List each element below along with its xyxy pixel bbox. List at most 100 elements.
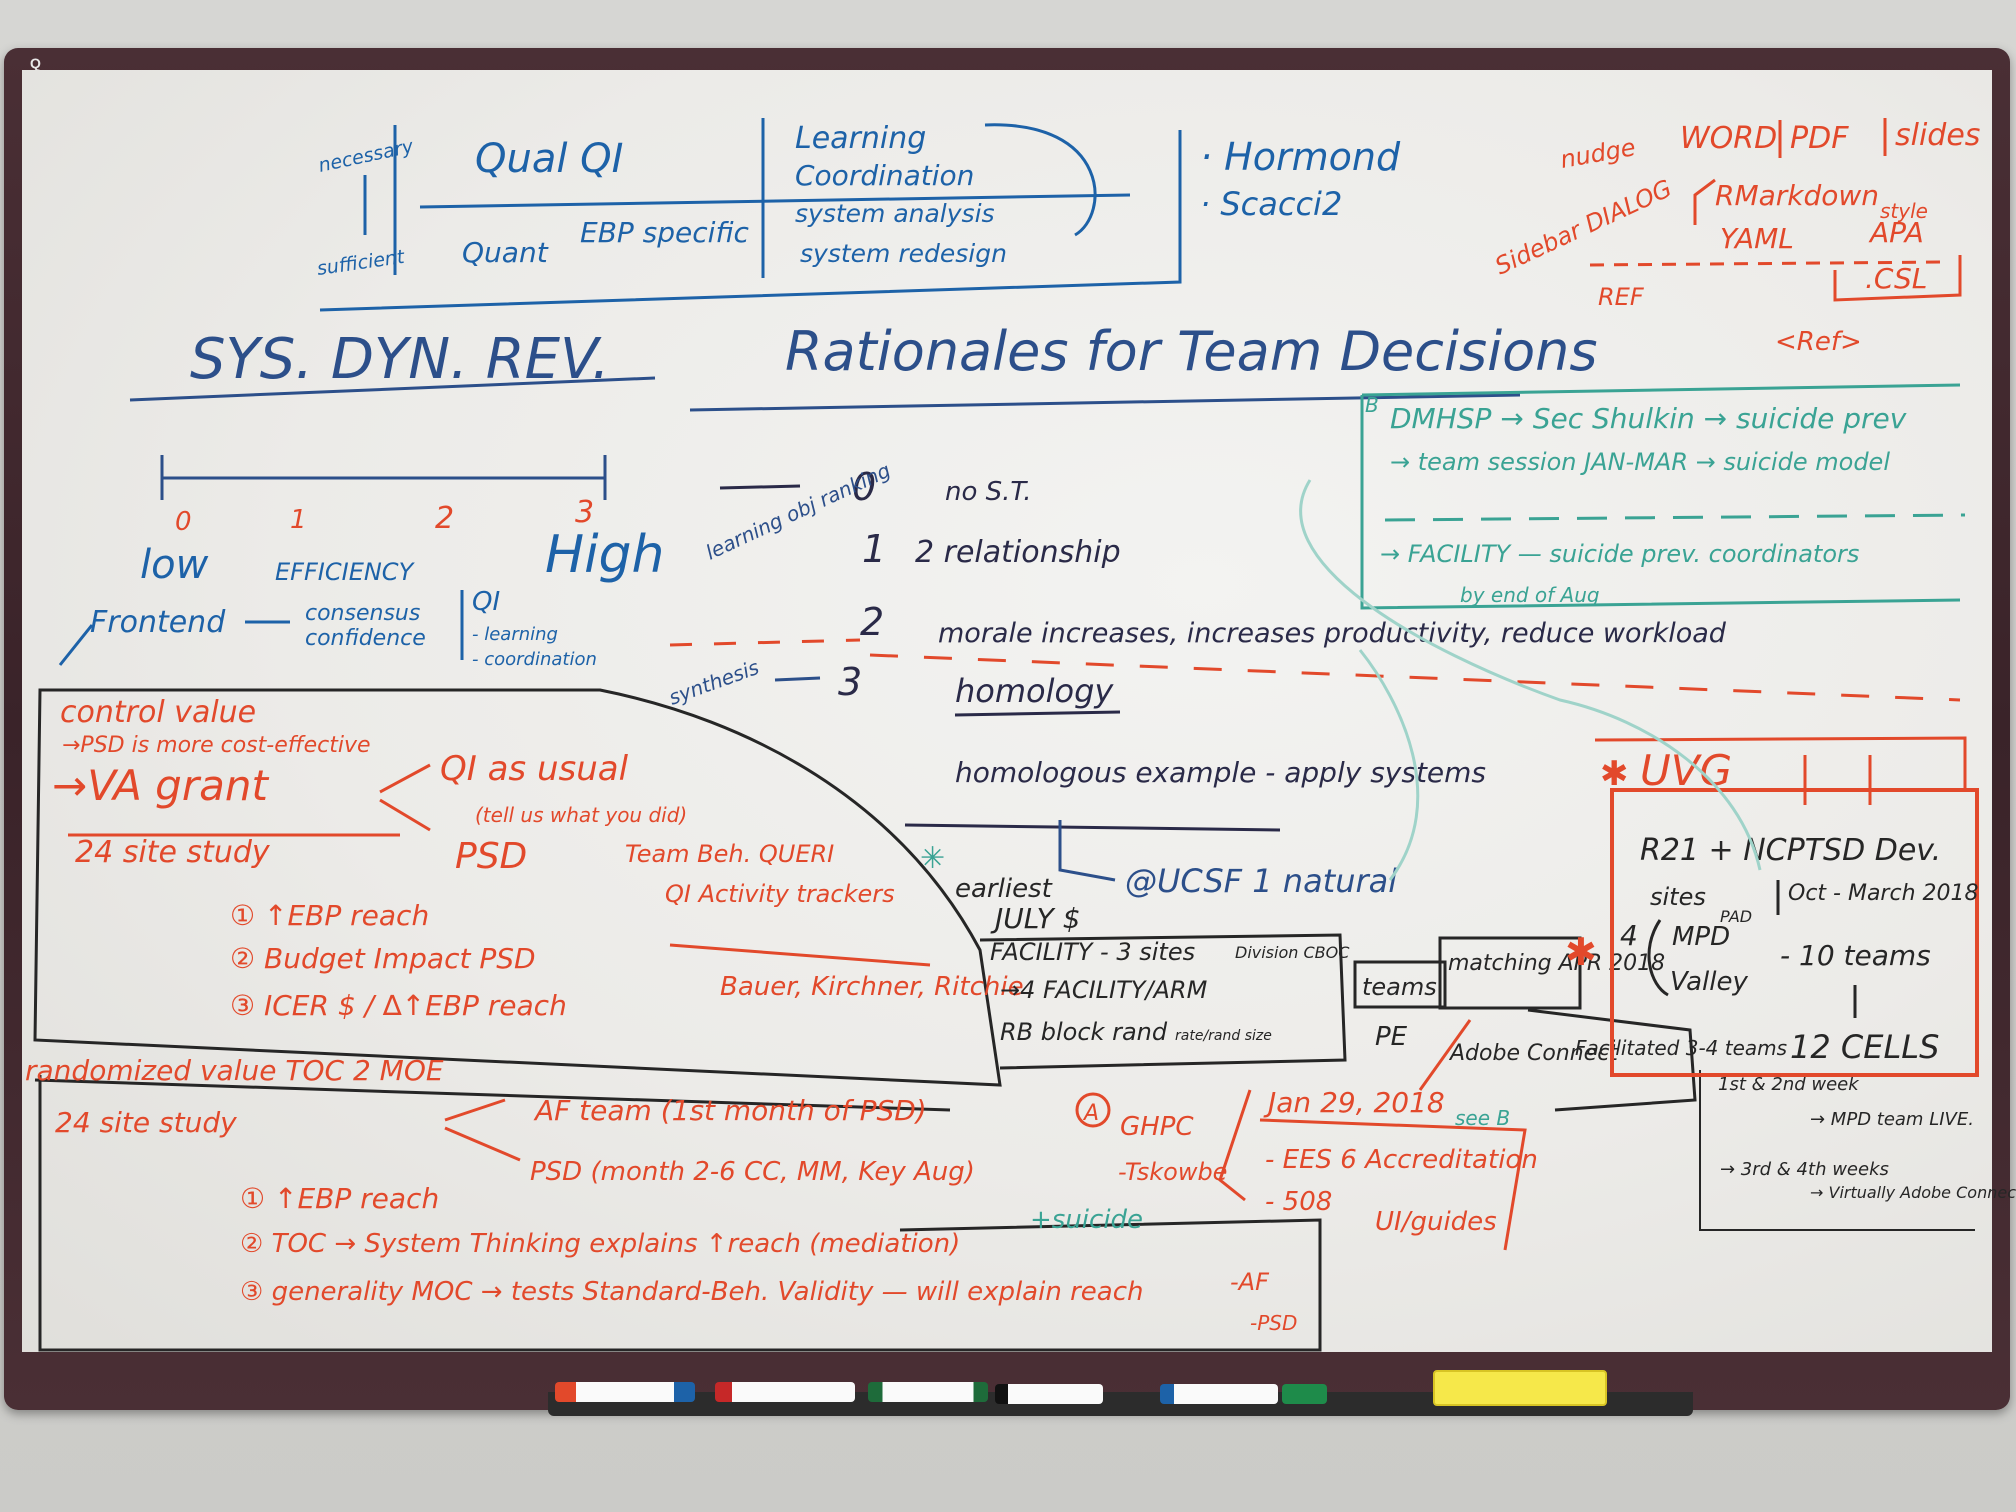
uvg-box-outline <box>1610 788 1979 1077</box>
ghpc-508: - 508 <box>1265 1187 1332 1217</box>
heading-underline-left <box>129 376 656 402</box>
plan-adobe: Adobe Connect <box>1448 1041 1619 1066</box>
plan-four-facility: →4 FACILITY/ARM <box>1000 976 1208 1004</box>
marker-green-cap[interactable] <box>1282 1384 1327 1404</box>
ghpc-see: see B <box>1455 1106 1510 1130</box>
lower-site-study: 24 site study <box>55 1106 237 1139</box>
label-sufficient: sufficient <box>316 246 408 280</box>
scale-tick-3: 3 <box>575 495 594 530</box>
formats-style: style <box>1880 199 1928 223</box>
ghpc-box <box>1259 1118 1527 1251</box>
whiteboard-surface <box>22 70 1992 1352</box>
ghpc-bracket <box>1218 1089 1252 1202</box>
left-psd: PSD <box>455 836 527 877</box>
formats-ref-2: <Ref> <box>1775 327 1862 357</box>
left-box: control value →PSD is more cost-effectiv… <box>33 688 1024 1087</box>
left-va-grant: →VA grant <box>52 761 269 810</box>
lower-box-top <box>34 1078 951 1112</box>
rating-text-3: homology <box>955 672 1114 710</box>
label-necessary: necessary <box>316 135 416 177</box>
uvg-brace <box>1647 919 1669 997</box>
frontend-coordination: - coordination <box>472 649 597 670</box>
rating-dash <box>719 484 801 490</box>
lower-af-team: AF team (1st month of PSD) <box>533 1094 927 1127</box>
label-learning: Learning <box>795 121 926 156</box>
plan-facilitated-box <box>1527 1008 1697 1112</box>
teal-box-top <box>1361 383 1961 397</box>
left-item-2: ② Budget Impact PSD <box>230 942 536 975</box>
plan-first-second: 1st & 2nd week <box>1718 1074 1860 1095</box>
rating-level-3: 3 <box>838 660 862 704</box>
left-bauer: Bauer, Kirchner, Ritchie <box>720 972 1024 1002</box>
eraser[interactable] <box>1433 1370 1607 1406</box>
ghpc-circle <box>1075 1092 1111 1128</box>
ghpc-a: A <box>1082 1101 1099 1126</box>
lower-item-2: ② TOC → System Thinking explains ↑reach … <box>240 1229 960 1259</box>
frontend-note: Frontend consensus confidence QI - learn… <box>58 587 597 670</box>
rating-ucsf: @UCSF 1 natural <box>1125 862 1397 900</box>
uvg-four: 4 <box>1620 919 1638 952</box>
marker-black[interactable] <box>995 1384 1103 1404</box>
label-ebp-specific: EBP specific <box>580 216 750 249</box>
plan-red-star: ✱ <box>1565 930 1597 974</box>
ghpc-tsk: -Tskowbe <box>1118 1158 1227 1186</box>
left-team-beh: Team Beh. QUERI <box>625 840 834 868</box>
lower-title: randomized value TOC 2 MOE <box>25 1054 444 1087</box>
formats-dash-line <box>1589 260 1946 267</box>
ghpc-date: Jan 29, 2018 <box>1263 1086 1445 1119</box>
lower-item-1: ① ↑EBP reach <box>240 1182 439 1215</box>
learning-loop-arrow <box>984 123 1097 237</box>
top-box-bottom-rule <box>319 130 1182 312</box>
homologous-underline <box>904 823 1281 832</box>
frontend-learning: - learning <box>472 624 558 645</box>
formats-slides: slides <box>1895 118 1980 153</box>
plan-star: ✳ <box>920 841 945 876</box>
left-tracker-rule <box>669 943 931 967</box>
uvg-pad: PAD <box>1720 907 1752 926</box>
formats-nudge: nudge <box>1558 133 1637 174</box>
left-psd-more: →PSD is more cost-effective <box>62 733 371 758</box>
rating-text-1: 2 relationship <box>915 535 1121 570</box>
plan-pe: PE <box>1375 1022 1408 1052</box>
left-box-outline <box>33 688 1002 1087</box>
left-item-3: ③ ICER $ / ∆↑EBP reach <box>230 989 567 1022</box>
plan-red-arrow <box>1418 1019 1472 1091</box>
marker-blue[interactable] <box>1160 1384 1278 1404</box>
lower-suicide: +suicide <box>1030 1205 1143 1235</box>
uvg-ten-teams: - 10 teams <box>1780 939 1931 972</box>
lower-box-outline <box>38 1075 1322 1352</box>
label-name-2: · Scacci2 <box>1200 185 1342 223</box>
lower-psd-tag: -PSD <box>1250 1311 1297 1335</box>
plan-facility: FACILITY - 3 sites <box>990 938 1195 966</box>
left-tell-us: (tell us what you did) <box>475 803 687 827</box>
frontend-qi: QI <box>472 587 500 617</box>
synthesis-arrow <box>774 676 821 682</box>
rating-red-dashes-long <box>869 653 1961 702</box>
lower-arrow-psd <box>444 1126 521 1162</box>
formats-box <box>1833 255 1962 302</box>
formats-yaml: YAML <box>1720 222 1794 255</box>
teal-box-border <box>1360 395 1961 610</box>
rating-text-0: no S.T. <box>945 477 1031 507</box>
left-qi-activity: QI Activity trackers <box>665 880 895 908</box>
label-system-analysis: system analysis <box>795 199 995 228</box>
marker-orange-blue[interactable] <box>555 1382 695 1402</box>
lower-arrow-af <box>444 1098 506 1122</box>
frontend-confidence: confidence <box>305 626 426 651</box>
rating-level-0: 0 <box>852 465 876 509</box>
teal-line-1: DMHSP → Sec Shulkin → suicide prev <box>1390 402 1907 435</box>
lower-box: randomized value TOC 2 MOE 24 site study… <box>25 1054 1322 1352</box>
teal-box-star: B <box>1365 393 1379 417</box>
marker-red[interactable] <box>715 1382 855 1402</box>
frame-logo: Q <box>30 55 42 71</box>
left-qi-as-usual: QI as usual <box>440 749 629 789</box>
uvg-mpd: MPD <box>1672 922 1730 952</box>
marker-green[interactable] <box>868 1382 988 1402</box>
heading-underline-right <box>689 393 1521 412</box>
plan-virtually: → Virtually Adobe Connect <box>1810 1183 2016 1202</box>
label-system-redesign: system redesign <box>800 239 1007 268</box>
label-quant: Quant <box>462 236 549 269</box>
plan-earliest: earliest <box>955 874 1053 904</box>
formats-word: WORD <box>1680 121 1777 156</box>
